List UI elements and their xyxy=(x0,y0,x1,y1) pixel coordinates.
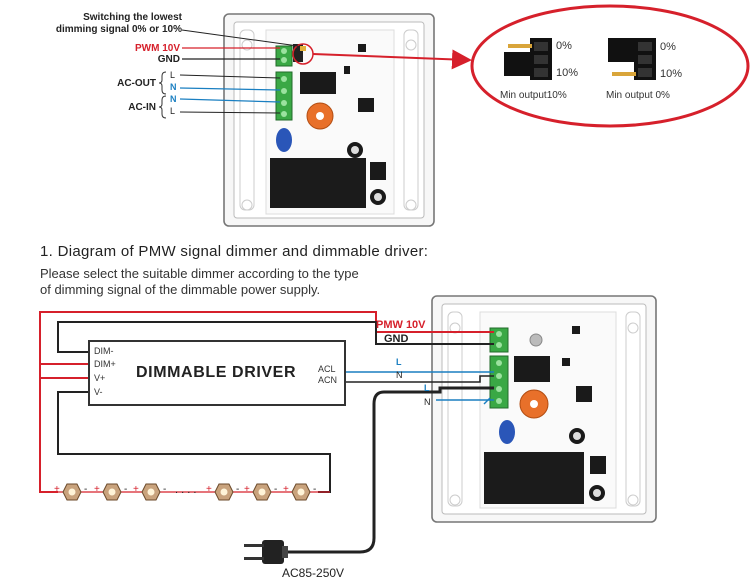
led4-minus: - xyxy=(236,484,240,495)
led5-minus: - xyxy=(274,484,278,495)
section-heading: 1. Diagram of PMW signal dimmer and dimm… xyxy=(40,243,429,260)
wire-label-pmw: PMW 10V xyxy=(376,319,426,331)
jumper-a-10pct: 10% xyxy=(556,67,579,79)
wire-label-l-lower: L xyxy=(424,383,430,393)
wire-label-n-upper: N xyxy=(396,370,403,380)
jumper-a-0pct: 0% xyxy=(556,40,572,52)
wire-label-gnd: GND xyxy=(384,333,409,345)
led-ellipsis: . . . . xyxy=(175,484,197,496)
led-chain xyxy=(62,483,311,501)
wire-label-l-upper: L xyxy=(396,357,402,367)
switching-label-line2: dimming signal 0% or 10% xyxy=(55,24,182,35)
caption-min-output-0: Min output 0% xyxy=(606,90,670,101)
jumper-b-0pct: 0% xyxy=(660,41,676,53)
section-note: Please select the suitable dimmer accord… xyxy=(40,266,460,298)
ac-in-n: N xyxy=(170,94,177,104)
led1-minus: - xyxy=(84,484,88,495)
led4-plus: + xyxy=(206,484,212,495)
ac-out-n: N xyxy=(170,82,177,92)
jumper-zoom-oval xyxy=(470,4,750,128)
pin-acn: ACN xyxy=(318,375,338,385)
pin-dim-minus: DIM- xyxy=(94,346,114,356)
bottom-dimmer-panel xyxy=(431,295,657,523)
driver-title: DIMMABLE DRIVER xyxy=(136,364,297,381)
led5-plus: + xyxy=(244,484,250,495)
pin-v-minus: V- xyxy=(94,387,103,397)
note-line-1: Please select the suitable dimmer accord… xyxy=(40,266,359,281)
jumper-b-10pct: 10% xyxy=(660,68,683,80)
ac-out-label: AC-OUT xyxy=(117,78,156,89)
led3-plus: + xyxy=(133,484,139,495)
ac-in-label: AC-IN xyxy=(128,102,156,113)
wire-label-n-lower: N xyxy=(424,397,431,407)
pin-v-plus: V+ xyxy=(94,373,106,383)
led1-plus: + xyxy=(54,484,60,495)
pwm-label: PWM 10V xyxy=(134,43,180,54)
plug-voltage-label: AC85-250V xyxy=(282,566,345,580)
led3-minus: - xyxy=(163,484,167,495)
dimmable-driver-box xyxy=(88,340,346,406)
top-label-wires xyxy=(158,29,299,119)
caption-min-output-10: Min output10% xyxy=(500,90,567,101)
ac-out-l: L xyxy=(170,70,176,80)
led6-plus: + xyxy=(283,484,289,495)
pin-dim-plus: DIM+ xyxy=(94,359,116,369)
ac-in-l: L xyxy=(170,106,176,116)
switching-label-line1: Switching the lowest xyxy=(83,12,182,23)
note-line-2: of dimming signal of the dimmable power … xyxy=(40,282,321,297)
power-plug-icon xyxy=(244,540,288,564)
zoom-arrow xyxy=(312,49,472,70)
gnd-label: GND xyxy=(157,54,180,65)
led2-plus: + xyxy=(94,484,100,495)
top-dimmer-panel xyxy=(223,13,435,227)
led6-minus: - xyxy=(313,484,317,495)
led2-minus: - xyxy=(124,484,128,495)
pin-acl: ACL xyxy=(318,364,336,374)
bottom-wires xyxy=(39,311,494,554)
